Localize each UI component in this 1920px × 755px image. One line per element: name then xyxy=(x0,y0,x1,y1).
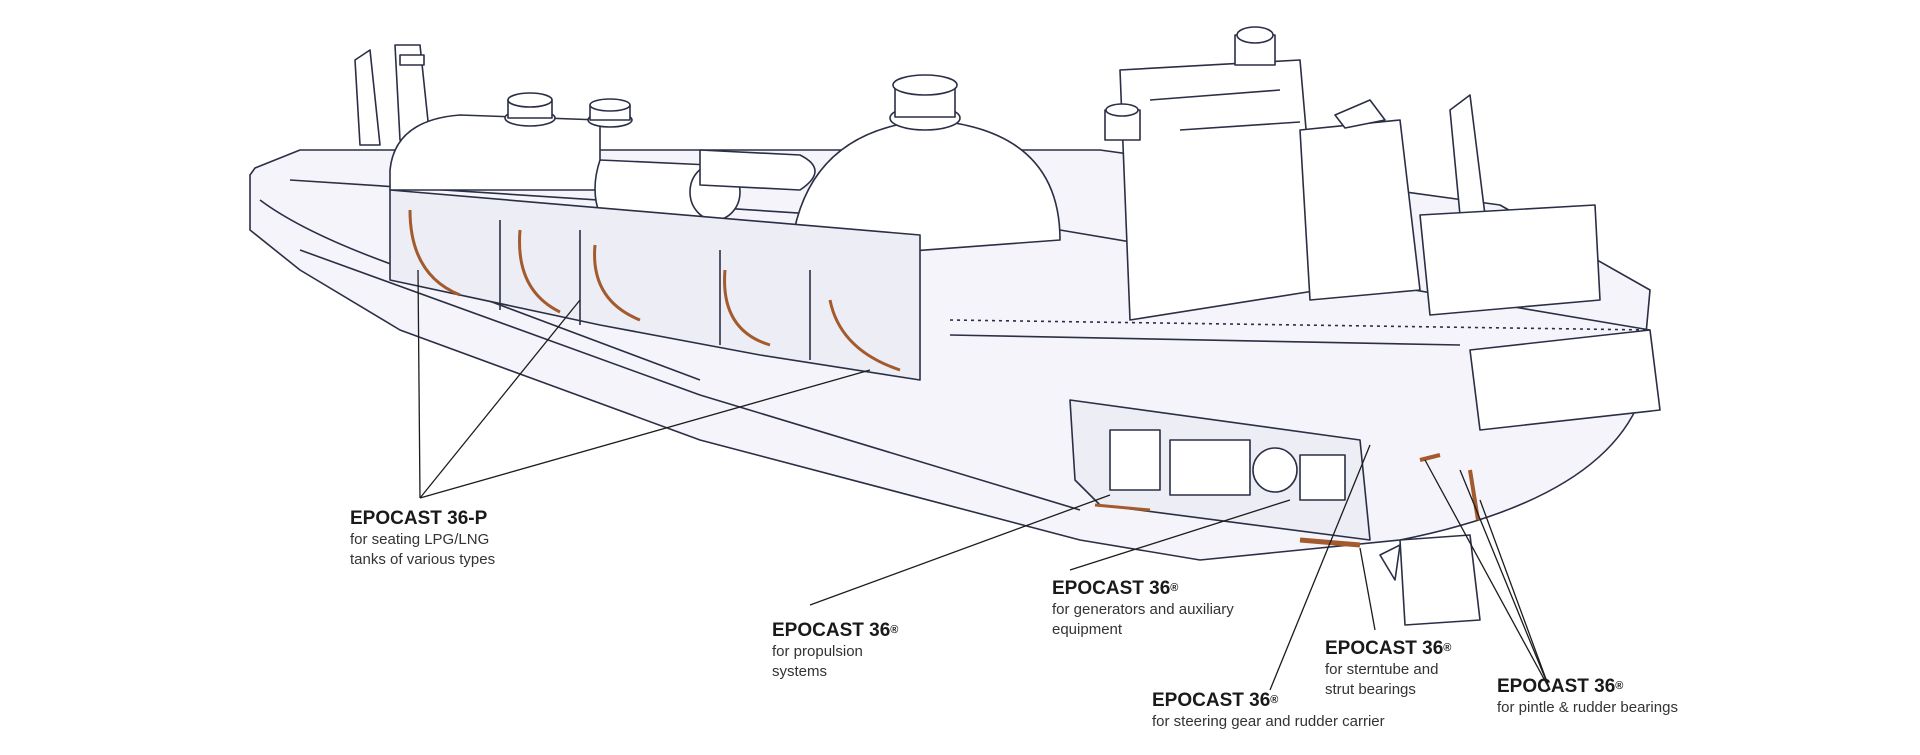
callout-description: for propulsion systems xyxy=(772,643,863,680)
leader-steering xyxy=(1269,444,1371,691)
cargo-hold-cutaway xyxy=(389,189,921,381)
callout-title: EPOCAST 36® xyxy=(1497,676,1624,697)
leader-tanks-3 xyxy=(419,369,871,499)
leader-propulsion xyxy=(809,494,1111,606)
callout-title: EPOCAST 36-P xyxy=(350,508,488,529)
callout-pintle: EPOCAST 36® for pintle & rudder bearings xyxy=(1497,676,1697,718)
callout-title: EPOCAST 36® xyxy=(1325,638,1452,659)
funnel-block xyxy=(1299,119,1421,301)
leader-sterntube xyxy=(1359,547,1376,631)
callout-description: for pintle & rudder bearings xyxy=(1497,699,1678,716)
callout-description: for seating LPG/LNG tanks of various typ… xyxy=(350,531,496,568)
forward-mast xyxy=(354,49,381,146)
callout-generators: EPOCAST 36® for generators and auxiliary… xyxy=(1052,578,1252,640)
callout-title: EPOCAST 36® xyxy=(1052,578,1179,599)
callout-description: for generators and auxiliary equipment xyxy=(1052,601,1234,638)
callout-propulsion: EPOCAST 36® for propulsion systems xyxy=(772,620,898,682)
waterline xyxy=(299,249,1081,511)
leader-pintle-1 xyxy=(1424,459,1551,691)
rudder xyxy=(1399,534,1481,626)
leader-tanks-2 xyxy=(419,299,581,499)
aft-block xyxy=(1419,204,1601,316)
leader-generators xyxy=(1069,499,1291,571)
superstructure xyxy=(1119,59,1321,321)
callout-sterntube: EPOCAST 36® for sterntube and strut bear… xyxy=(1325,638,1455,700)
leader-tanks-1 xyxy=(417,269,421,499)
callout-description: for steering gear and rudder carrier xyxy=(1152,713,1385,730)
lng-tank-1 xyxy=(389,114,601,191)
callout-steering: EPOCAST 36® for steering gear and rudder… xyxy=(1152,690,1432,732)
callout-title: EPOCAST 36® xyxy=(1152,690,1279,711)
leader-pintle-2 xyxy=(1459,469,1551,691)
callout-title: EPOCAST 36® xyxy=(772,620,899,641)
callout-description: for sterntube and strut bearings xyxy=(1325,661,1439,698)
leader-pintle-3 xyxy=(1479,499,1551,691)
callout-tanks: EPOCAST 36-P for seating LPG/LNG tanks o… xyxy=(350,508,515,570)
propeller xyxy=(1379,544,1401,581)
